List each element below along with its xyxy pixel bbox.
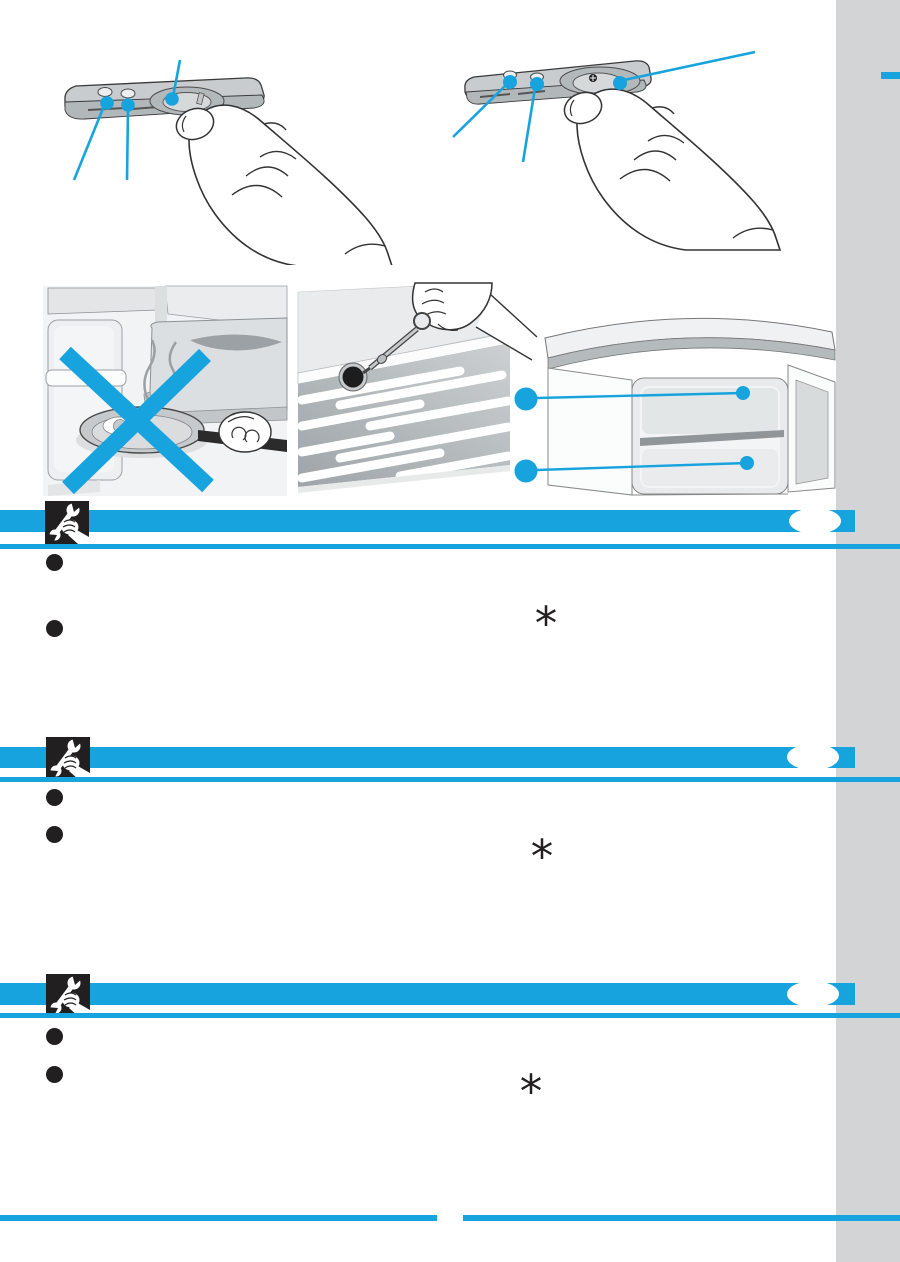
footnote-asterisk: * bbox=[534, 597, 558, 650]
hand-wrench-icon bbox=[46, 974, 90, 1017]
figure-lamp-tool bbox=[297, 282, 538, 493]
hand-wrench-icon bbox=[45, 501, 89, 544]
panel-button bbox=[97, 87, 113, 97]
panel-button bbox=[120, 88, 136, 99]
section-banner bbox=[0, 983, 855, 1005]
footer-divider-left bbox=[0, 1215, 437, 1221]
figure-no-hot-pan bbox=[43, 285, 288, 496]
footnote-asterisk: * bbox=[519, 1065, 543, 1118]
callout-dot-large bbox=[514, 387, 538, 411]
banner-badge-oval bbox=[787, 744, 839, 770]
sidebar bbox=[836, 0, 900, 1262]
callout-dot-large bbox=[514, 459, 538, 483]
callout-dot bbox=[121, 98, 135, 112]
figure-thermostat-right bbox=[452, 50, 781, 251]
banner-badge-oval bbox=[787, 981, 839, 1007]
callout-dot bbox=[736, 386, 750, 400]
banner-badge-oval bbox=[789, 508, 841, 534]
figure-thermostat-left bbox=[64, 59, 393, 265]
figure-thermostat-panels bbox=[64, 50, 781, 265]
section-rule bbox=[0, 1013, 900, 1018]
bullet-marker bbox=[46, 789, 63, 806]
bullet-marker bbox=[46, 1028, 63, 1045]
prohibition-cross bbox=[62, 348, 211, 495]
callout-dot bbox=[613, 76, 627, 90]
section-banner bbox=[0, 747, 855, 768]
section-banner bbox=[0, 510, 855, 532]
hand-wrench-icon bbox=[46, 737, 90, 780]
bullet-marker bbox=[46, 1066, 63, 1083]
bullet-marker bbox=[46, 826, 63, 843]
figure-middle-row bbox=[43, 282, 836, 496]
section-tab-marker bbox=[881, 72, 900, 79]
callout-dot bbox=[165, 92, 179, 106]
callout-dot bbox=[530, 77, 544, 91]
bullet-marker bbox=[46, 554, 63, 571]
bullet-marker bbox=[46, 620, 63, 637]
section-rule bbox=[0, 544, 900, 549]
shelf bbox=[640, 430, 784, 446]
footnote-asterisk: * bbox=[530, 830, 554, 883]
footer-divider-right bbox=[463, 1215, 900, 1221]
callout-dot bbox=[503, 75, 517, 89]
section-rule bbox=[0, 777, 900, 782]
lamp-knob bbox=[342, 366, 364, 388]
callout-dot bbox=[740, 456, 754, 470]
figure-fridge-compartments bbox=[514, 317, 836, 496]
tool-ring bbox=[413, 312, 431, 330]
